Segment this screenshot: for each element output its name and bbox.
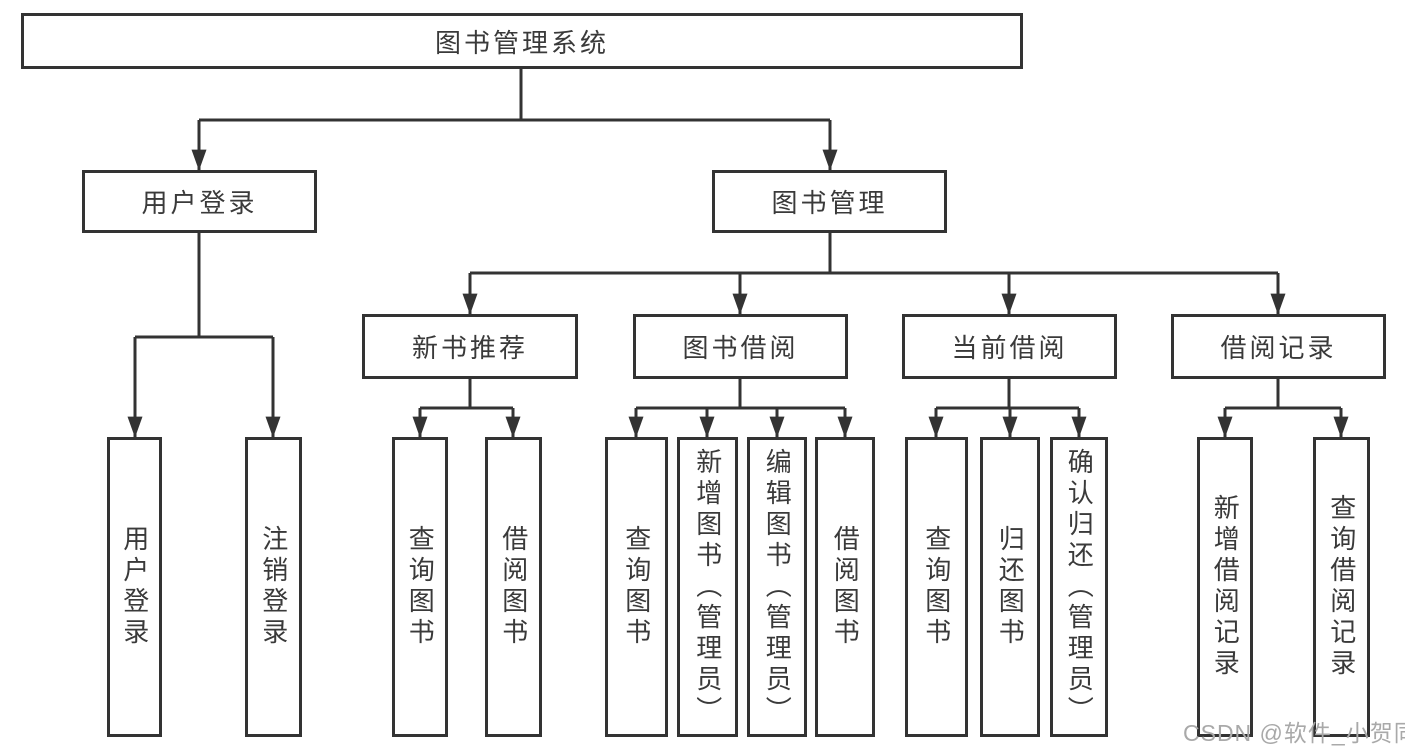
node-label: 借阅图书 xyxy=(830,525,861,649)
node-label: 确认归还（管理员） xyxy=(1064,447,1095,727)
node-label: 借阅图书 xyxy=(498,525,529,649)
node-current-borrowing: 当前借阅 xyxy=(902,314,1117,379)
node-book-borrowing: 图书借阅 xyxy=(633,314,848,379)
node-label: 当前借阅 xyxy=(951,333,1068,363)
leaf-query-books-borrowing: 查询图书 xyxy=(605,437,668,737)
node-label: 图书管理系统 xyxy=(434,27,609,58)
node-label: 注销登录 xyxy=(258,525,289,649)
node-label: 图书管理 xyxy=(771,188,888,218)
leaf-edit-books-admin: 编辑图书（管理员） xyxy=(747,437,807,737)
leaf-user-login: 用户登录 xyxy=(107,437,162,737)
node-label: 借阅记录 xyxy=(1220,333,1337,363)
node-book-management: 图书管理 xyxy=(712,170,947,233)
leaf-borrow-books-borrowing: 借阅图书 xyxy=(815,437,875,737)
node-label: 图书借阅 xyxy=(682,333,799,363)
leaf-add-borrow-record: 新增借阅记录 xyxy=(1197,437,1253,737)
node-label: 查询图书 xyxy=(621,525,652,649)
node-label: 归还图书 xyxy=(995,525,1026,649)
leaf-return-books: 归还图书 xyxy=(980,437,1040,737)
leaf-add-books-admin: 新增图书（管理员） xyxy=(677,437,738,737)
node-library-management-system: 图书管理系统 xyxy=(21,13,1023,69)
leaf-query-books-current: 查询图书 xyxy=(905,437,968,737)
node-label: 查询图书 xyxy=(921,525,952,649)
watermark: CSDN @软件_小贺同学 xyxy=(1183,720,1405,746)
leaf-confirm-return-admin: 确认归还（管理员） xyxy=(1050,437,1108,737)
node-label: 新增图书（管理员） xyxy=(692,447,723,727)
node-label: 查询图书 xyxy=(405,525,436,649)
node-label: 用户登录 xyxy=(141,188,258,218)
node-label: 新增借阅记录 xyxy=(1210,494,1241,680)
node-user-login: 用户登录 xyxy=(82,170,317,233)
node-label: 新书推荐 xyxy=(411,333,528,363)
node-label: 查询借阅记录 xyxy=(1326,494,1357,680)
leaf-query-books-recommend: 查询图书 xyxy=(392,437,448,737)
node-label: 用户登录 xyxy=(119,525,150,649)
node-new-book-recommendation: 新书推荐 xyxy=(362,314,578,379)
leaf-query-borrow-record: 查询借阅记录 xyxy=(1313,437,1370,737)
node-label: 编辑图书（管理员） xyxy=(762,447,793,727)
leaf-borrow-books-recommend: 借阅图书 xyxy=(485,437,542,737)
node-borrowing-records: 借阅记录 xyxy=(1171,314,1386,379)
leaf-logout-login: 注销登录 xyxy=(245,437,302,737)
